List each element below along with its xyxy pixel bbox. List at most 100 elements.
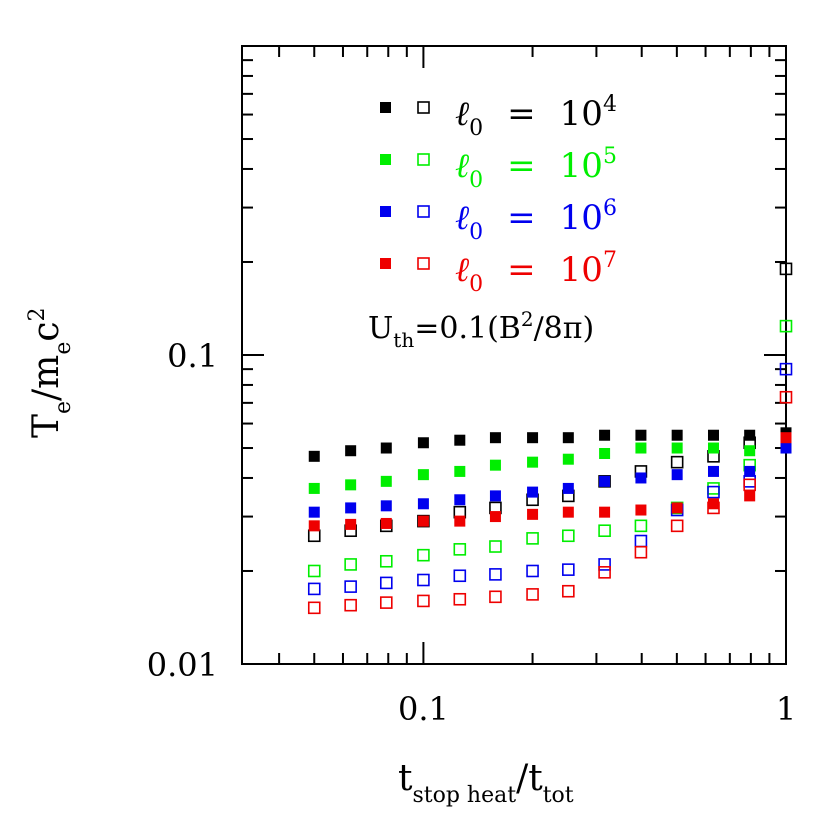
filled-point	[308, 482, 320, 494]
open-point	[779, 319, 793, 333]
open-point	[634, 519, 648, 533]
open-point	[489, 590, 502, 604]
x-tick-label: 0.1	[398, 690, 449, 728]
filled-point	[744, 465, 756, 477]
filled-point	[454, 515, 466, 527]
legend-label: ℓ0=104	[455, 92, 617, 141]
plot-frame	[241, 45, 787, 665]
filled-point	[707, 465, 719, 477]
filled-point	[345, 445, 357, 457]
plot-border	[241, 45, 787, 665]
legend-label: ℓ0=106	[455, 196, 617, 245]
filled-point	[489, 511, 501, 523]
data-points	[307, 262, 793, 615]
filled-point	[345, 479, 357, 491]
open-point	[526, 564, 539, 578]
open-point	[526, 532, 539, 545]
filled-point	[489, 432, 501, 444]
filled-point	[707, 498, 719, 510]
filled-point	[527, 456, 539, 468]
legend-entry-2: ℓ0=106	[380, 196, 617, 245]
open-point	[743, 475, 756, 488]
open-point	[634, 534, 648, 548]
filled-point	[671, 469, 683, 481]
filled-point	[345, 518, 357, 530]
open-point	[417, 573, 430, 587]
legend-filled-marker	[380, 154, 391, 165]
legend-open-marker	[417, 205, 430, 218]
annotation-energy-ratio: Uth=0.1(B2/8π)	[368, 307, 594, 352]
legend-entry-3: ℓ0=107	[380, 248, 617, 297]
tick-labels: 0.1 1 0.01 0.1	[147, 337, 796, 728]
filled-point	[744, 445, 756, 457]
axis-ticks	[242, 45, 787, 665]
open-point	[489, 568, 502, 581]
filled-point	[562, 506, 574, 518]
filled-point	[562, 432, 574, 444]
open-point	[417, 594, 430, 608]
filled-point	[599, 447, 611, 459]
filled-point	[635, 472, 647, 484]
filled-point	[454, 494, 466, 506]
legend-open-marker	[417, 101, 430, 114]
open-point	[743, 478, 756, 492]
filled-point	[671, 502, 683, 514]
open-point	[598, 558, 611, 571]
filled-point	[671, 442, 683, 454]
filled-point	[417, 498, 429, 510]
filled-point	[454, 434, 466, 446]
filled-point	[417, 515, 429, 527]
open-point	[562, 563, 575, 576]
open-point	[779, 262, 793, 276]
y-tick-label: 0.1	[167, 337, 218, 375]
legend-entry-0: ℓ0=104	[380, 92, 617, 141]
filled-point	[635, 442, 647, 454]
open-point	[307, 529, 321, 543]
x-tick-label: 1	[776, 690, 796, 728]
open-point	[707, 501, 720, 515]
open-point	[453, 569, 467, 583]
filled-point	[345, 502, 357, 514]
open-point	[562, 584, 575, 598]
y-tick-label: 0.01	[147, 646, 218, 684]
open-point	[489, 540, 502, 553]
open-point	[598, 566, 611, 579]
open-point	[307, 582, 321, 596]
filled-point	[380, 442, 392, 454]
legend-open-marker	[417, 257, 430, 270]
open-point	[670, 455, 684, 469]
legend-filled-marker	[380, 258, 391, 269]
open-point	[344, 580, 357, 593]
filled-point	[417, 437, 429, 449]
filled-point	[527, 486, 539, 498]
open-point	[707, 482, 720, 495]
filled-point	[671, 429, 683, 441]
open-point	[779, 362, 793, 376]
filled-point	[454, 465, 466, 477]
filled-point	[489, 459, 501, 471]
x-axis-label: tstop heat/ttot	[398, 758, 574, 808]
open-point	[307, 564, 321, 578]
filled-point	[635, 429, 647, 441]
filled-point	[707, 429, 719, 441]
filled-point	[417, 469, 429, 481]
open-point	[344, 598, 357, 612]
open-point	[379, 554, 393, 568]
open-point	[526, 588, 539, 601]
filled-point	[707, 442, 719, 454]
legend-label: ℓ0=105	[455, 144, 617, 193]
y-axis-label: Te/mec2	[25, 307, 76, 438]
filled-point	[744, 490, 756, 502]
filled-point	[489, 490, 501, 502]
legend-filled-marker	[380, 102, 391, 113]
filled-point	[308, 450, 320, 462]
series-2	[307, 362, 793, 596]
open-point	[379, 596, 393, 609]
open-point	[307, 601, 321, 615]
open-point	[453, 543, 467, 556]
open-point	[670, 519, 684, 533]
filled-point	[380, 517, 392, 529]
filled-point	[562, 482, 574, 494]
